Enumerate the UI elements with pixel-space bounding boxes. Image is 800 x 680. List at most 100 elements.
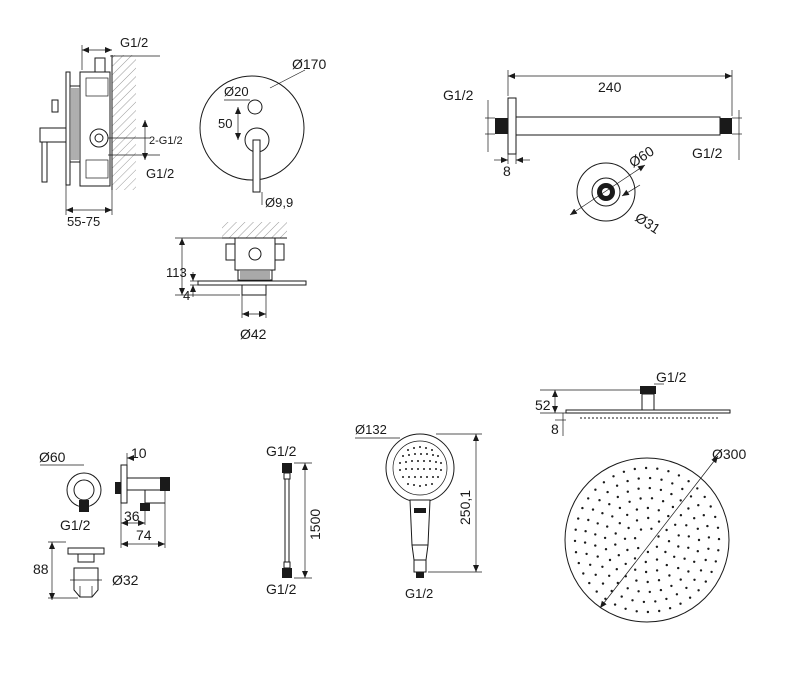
diverter-hole	[247, 99, 263, 115]
arm-thread-left-label: G1/2	[443, 87, 474, 103]
plate-dia: Ø170	[292, 56, 326, 72]
nozzle-dot	[679, 578, 682, 581]
nozzle-dot	[679, 602, 682, 605]
nozzle-dot	[574, 528, 577, 531]
nozzle-dot	[702, 514, 705, 517]
nozzle-dot	[633, 467, 636, 471]
nozzle-dot	[696, 550, 699, 553]
holder-dia: Ø32	[112, 572, 139, 588]
mixer-thread-bottom: G1/2	[146, 166, 174, 181]
nozzle-dot	[635, 610, 638, 613]
shower-arm-front: Ø60 Ø31	[569, 143, 663, 237]
nozzle-dot	[644, 570, 648, 574]
nozzle-dot	[699, 569, 703, 572]
nozzle-dot	[611, 515, 614, 518]
outlet-dim-a: 36	[124, 508, 140, 524]
nozzle-dot	[581, 506, 584, 510]
handshower-nozzles	[399, 446, 442, 487]
nozzle-dot	[635, 579, 638, 582]
nozzle-dot	[654, 600, 657, 603]
overhead-thickness: 8	[551, 421, 559, 437]
nozzle-dot	[617, 554, 620, 557]
handshower-holder: 88 Ø32	[33, 541, 139, 600]
arm-flange-dia: Ø60	[626, 143, 657, 171]
nozzle-dot	[637, 477, 640, 480]
nozzle-dot	[665, 563, 668, 567]
nozzle-dot	[601, 565, 604, 568]
nozzle-dot	[601, 512, 604, 515]
nozzle-dot	[665, 597, 668, 601]
nozzle-dot	[687, 535, 690, 538]
nozzle-dot	[679, 514, 683, 517]
mixer-side-view: G1/2 2-G1/2 G1/2 55-75	[39, 35, 183, 229]
nozzle-dot	[677, 474, 681, 477]
nozzle-dot	[639, 528, 643, 531]
hole-dia: Ø20	[224, 84, 249, 99]
lever-front	[252, 139, 261, 193]
nozzle-dot	[683, 557, 686, 560]
nozzle-dot	[693, 578, 696, 581]
nozzle-dot	[583, 541, 587, 544]
nozzle-dot	[674, 523, 677, 526]
nozzle-dot	[661, 500, 665, 503]
nozzle-dot	[668, 574, 671, 577]
nozzle-dot	[650, 497, 654, 500]
mixer-top-view: 113 4 Ø42	[166, 222, 307, 342]
nozzle-dot	[596, 555, 599, 558]
nozzle-dot	[681, 487, 684, 491]
nozzle-dot	[664, 550, 667, 554]
nozzle-dot	[582, 572, 585, 575]
outlet-dia: Ø60	[39, 449, 66, 465]
mixer-height: 113	[166, 265, 187, 280]
arm-thread-left	[495, 118, 508, 134]
nozzle-dot	[626, 548, 629, 552]
nozzle-dot	[614, 532, 617, 535]
side-outlet	[89, 128, 109, 148]
outlet-body-side	[126, 477, 166, 491]
nozzle-dot	[606, 490, 609, 494]
nozzle-dot	[675, 593, 679, 596]
nozzle-dot	[646, 506, 650, 510]
nozzle-dot	[584, 530, 587, 533]
nozzle-dot	[670, 584, 673, 588]
nozzle-dot	[696, 487, 699, 490]
nozzle-dot	[707, 547, 710, 550]
nozzle-dot	[608, 503, 611, 506]
nozzle-dot	[624, 562, 627, 566]
mixer-thread-side: 2-G1/2	[149, 135, 183, 147]
overhead-thread: G1/2	[656, 369, 687, 385]
nozzle-dot	[608, 558, 612, 562]
nozzle-dot	[646, 550, 650, 554]
body-dia: Ø42	[240, 326, 267, 342]
wall-outlet-front: Ø60 G1/2	[39, 449, 102, 533]
nozzle-dot	[588, 581, 591, 585]
nozzle-dot	[585, 552, 588, 556]
nozzle-dot	[591, 508, 595, 511]
wall-hatch	[112, 55, 136, 190]
nozzle-dot	[687, 570, 690, 573]
nozzle-dot	[677, 545, 680, 548]
hole-distance: 50	[218, 116, 232, 131]
nozzle-dot	[667, 514, 670, 518]
shower-hose: 1500 G1/2 G1/2	[266, 443, 323, 597]
hose-nut-bottom	[282, 568, 292, 578]
nozzle-dot	[709, 505, 712, 508]
arm-thread-right-label: G1/2	[692, 145, 723, 161]
nozzle-dot	[655, 558, 659, 561]
handshower-head-dia: Ø132	[355, 422, 387, 437]
nozzle-dot	[626, 587, 629, 590]
nozzle-dot	[685, 524, 688, 527]
overhead-height: 52	[535, 397, 551, 413]
mixer-lever	[41, 141, 48, 183]
nozzle-dot	[637, 546, 640, 550]
nozzle-dot	[693, 517, 696, 520]
outlet-thread: G1/2	[60, 517, 91, 533]
nozzle-dot	[687, 546, 690, 549]
nozzle-dot	[612, 475, 615, 478]
nozzle-dot	[644, 466, 648, 470]
nozzle-dot	[657, 520, 661, 523]
wall-outlet-side: 10 36 74	[115, 445, 170, 548]
nozzle-dot	[618, 506, 622, 510]
nozzle-dot	[631, 599, 634, 602]
